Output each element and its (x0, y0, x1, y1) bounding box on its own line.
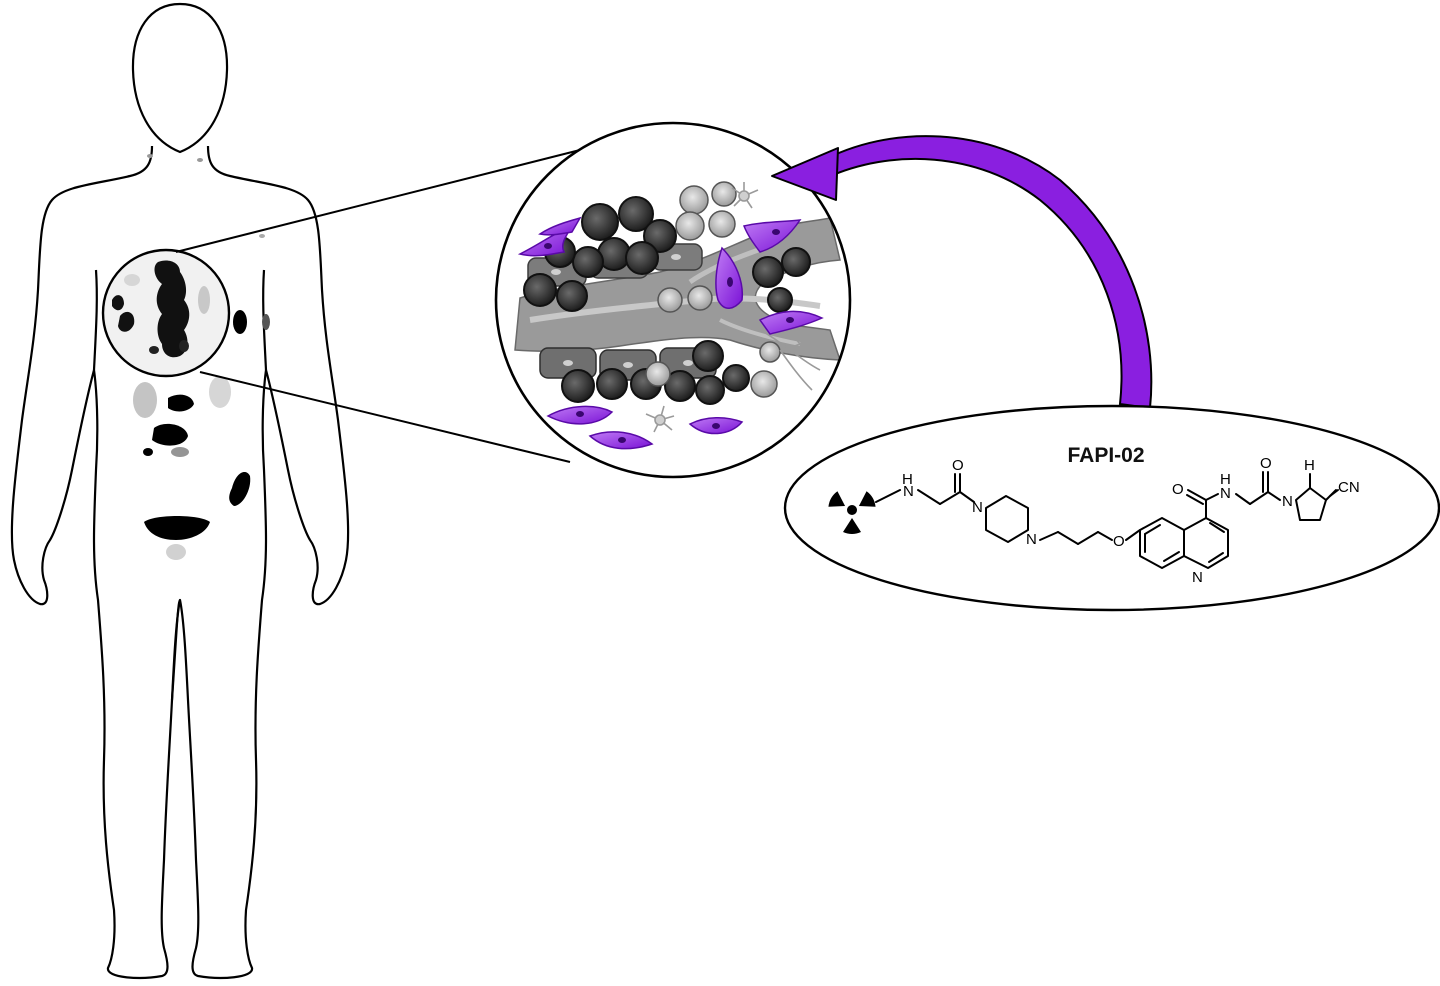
atom-amine-h: H (902, 471, 913, 488)
fapi-02-molecule-panel: FAPI-02 (783, 404, 1440, 612)
pet-uptake-body (133, 154, 270, 560)
atom-nitrile: CN (1338, 479, 1360, 496)
atom-quinoline-n: N (1192, 569, 1203, 586)
compound-title: FAPI-02 (1067, 444, 1144, 467)
atom-amine-n: N (903, 483, 914, 500)
inner-leg-line (170, 598, 182, 701)
atom-carbonyl-o1: O (952, 457, 964, 474)
small-magnifier (101, 248, 231, 378)
atom-pyrrolidine-n: N (1282, 493, 1293, 510)
head-outline (131, 2, 229, 154)
atom-amide-h: H (1220, 471, 1231, 488)
radiation-trefoil-icon (828, 491, 876, 534)
human-body-outline (10, 2, 350, 980)
atom-ether-o: O (1113, 533, 1125, 550)
atom-pip-n1: N (972, 499, 983, 516)
atom-amide-n: N (1220, 485, 1231, 502)
targeting-arrow (771, 135, 1153, 410)
atom-labels: H N O N N O O H N O N H CN N (902, 455, 1360, 586)
immune-cells (645, 181, 781, 398)
dendritic-cells (645, 182, 821, 433)
magnifier-connector-lines (175, 149, 581, 463)
atom-amide-o: O (1172, 481, 1184, 498)
atom-pip-n2: N (1026, 531, 1037, 548)
skeletal-formula (875, 471, 1339, 569)
atom-stereo-h: H (1304, 457, 1315, 474)
atom-carbonyl-o2: O (1260, 455, 1272, 472)
left-inner-arm-line (92, 269, 98, 371)
tumor-microenvironment-zoom (494, 121, 852, 479)
